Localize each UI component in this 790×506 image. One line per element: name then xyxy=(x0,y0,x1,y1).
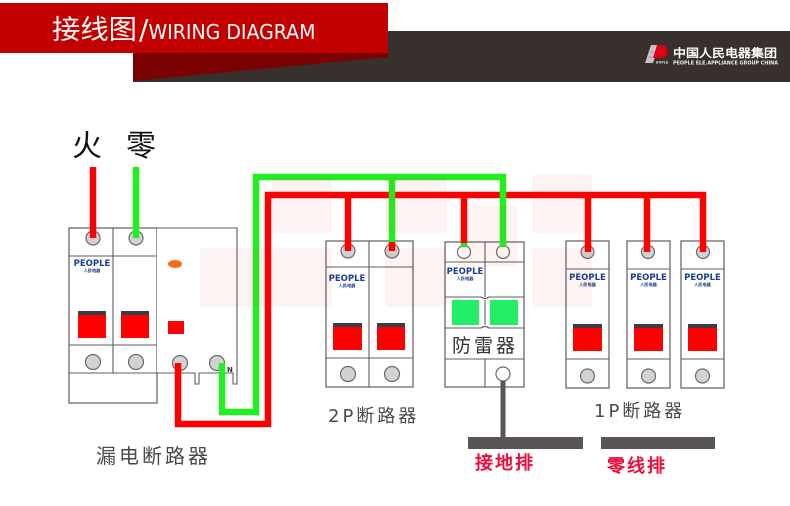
surge-protector: PEOPLE 人民电器 防雷器 xyxy=(444,241,525,388)
logo-company-cn: 中国人民电器集团 xyxy=(673,46,777,60)
spd-terminal-top-live xyxy=(456,244,472,260)
breaker-handle-top xyxy=(573,324,602,328)
rcd-test-button xyxy=(168,321,184,334)
breaker-1p-terminal-bottom xyxy=(694,368,711,384)
brand-logo-text: PEOPLE xyxy=(630,273,667,283)
brand-logo-subtext: 人民电器 xyxy=(83,267,102,274)
rcd-terminal-bottom xyxy=(84,353,102,371)
watermark-block xyxy=(532,175,592,233)
ground-bus-bar xyxy=(468,437,583,449)
neutral-distribution-wire xyxy=(218,173,507,416)
brand-logo-subtext: 人民电器 xyxy=(639,281,658,288)
brand-logo-subtext: 人民电器 xyxy=(578,281,597,288)
breaker-1p-terminal-bottom xyxy=(579,368,596,384)
rcd-terminal-bottom xyxy=(127,353,145,371)
logo-company-en: PEOPLE ELE.APPLIANCE GROUP CHINA xyxy=(673,61,778,67)
header: 接线图/WIRING DIAGRAM EOPLE 中国人民电器集团 PEOPLE… xyxy=(0,3,790,82)
breaker-handle xyxy=(634,324,663,351)
breaker-handle xyxy=(573,324,602,351)
breaker-handle-top xyxy=(634,324,663,328)
brand-logo-text: PEOPLE xyxy=(569,273,606,283)
spd-indicator-window xyxy=(452,300,479,325)
rcd-module-body xyxy=(157,228,237,373)
breaker-handle-top xyxy=(333,323,362,327)
breaker-2p: PEOPLE 人民电器 xyxy=(325,240,414,388)
live-distribution-wire xyxy=(174,191,707,428)
header-title: 接线图/WIRING DIAGRAM xyxy=(52,13,315,46)
rcd-indicator-lamp xyxy=(168,260,182,268)
breaker-handle-top xyxy=(78,311,106,315)
breaker-1p-terminal-bottom xyxy=(640,368,657,384)
neutral-bus-bar xyxy=(601,437,715,449)
brand-logo-text: PEOPLE xyxy=(684,273,721,283)
breaker-1p-body xyxy=(680,240,725,389)
spd-window-frame xyxy=(445,296,524,329)
breaker-2p-label: 2P断路器 xyxy=(328,406,419,427)
breaker-1p: PEOPLE 人民电器 xyxy=(565,240,610,389)
brand-logo-subtext: 人民电器 xyxy=(338,282,357,289)
brand-logo-subtext: 人民电器 xyxy=(456,275,475,282)
breaker-1p: PEOPLE 人民电器 xyxy=(626,240,671,389)
rcd-neutral-terminal-label: N xyxy=(227,366,233,374)
spd-terminal-top-neutral xyxy=(495,244,511,260)
breaker-1p-label: 1P断路器 xyxy=(594,401,685,422)
breaker-1p: PEOPLE 人民电器 xyxy=(680,240,725,389)
brand-logo-text: PEOPLE xyxy=(329,274,366,284)
breaker-2p-terminal-bottom xyxy=(339,365,357,383)
header-red-banner xyxy=(0,3,388,53)
brand-logo-text: PEOPLE xyxy=(74,259,111,269)
breaker-handle xyxy=(377,323,405,350)
breaker-handle-top xyxy=(688,324,717,328)
breaker-handle-top xyxy=(377,323,405,327)
breaker-1p-body xyxy=(565,240,610,389)
neutral-bus-label: 零线排 xyxy=(606,455,667,477)
breaker-2p-terminal-bottom xyxy=(383,365,401,383)
breaker-handle xyxy=(78,311,106,338)
rcd-breaker: PEOPLE 人民电器 N xyxy=(68,227,238,404)
breaker-handle xyxy=(688,324,717,351)
brand-logo-subtext: 人民电器 xyxy=(693,281,712,288)
logo-mark-red-icon xyxy=(653,45,668,59)
breaker-handle xyxy=(121,311,149,338)
breaker-handle-top xyxy=(121,311,149,315)
watermark-block xyxy=(272,177,332,233)
breaker-1p-body xyxy=(626,240,671,389)
header-title-separator: / xyxy=(139,13,149,46)
logo-mark-gray-icon xyxy=(645,45,659,63)
header-red-shadow xyxy=(133,53,388,81)
rcd-module-outline xyxy=(157,227,238,385)
ground-bus-label: 接地排 xyxy=(475,452,535,474)
live-input-label: 火 xyxy=(72,129,102,164)
logo-mark-text: EOPLE xyxy=(656,61,669,65)
header-title-en: WIRING DIAGRAM xyxy=(148,20,315,44)
header-title-cn: 接线图 xyxy=(52,15,137,46)
brand-logo-text: PEOPLE xyxy=(447,267,484,277)
breaker-handle xyxy=(333,323,362,350)
spd-indicator-window xyxy=(490,300,518,325)
spd-label: 防雷器 xyxy=(452,335,518,357)
company-logo: EOPLE 中国人民电器集团 PEOPLE ELE.APPLIANCE GROU… xyxy=(645,45,778,67)
rcd-label: 漏电断路器 xyxy=(96,444,211,468)
neutral-input-label: 零 xyxy=(126,129,156,164)
spd-terminal-ground xyxy=(495,366,511,382)
